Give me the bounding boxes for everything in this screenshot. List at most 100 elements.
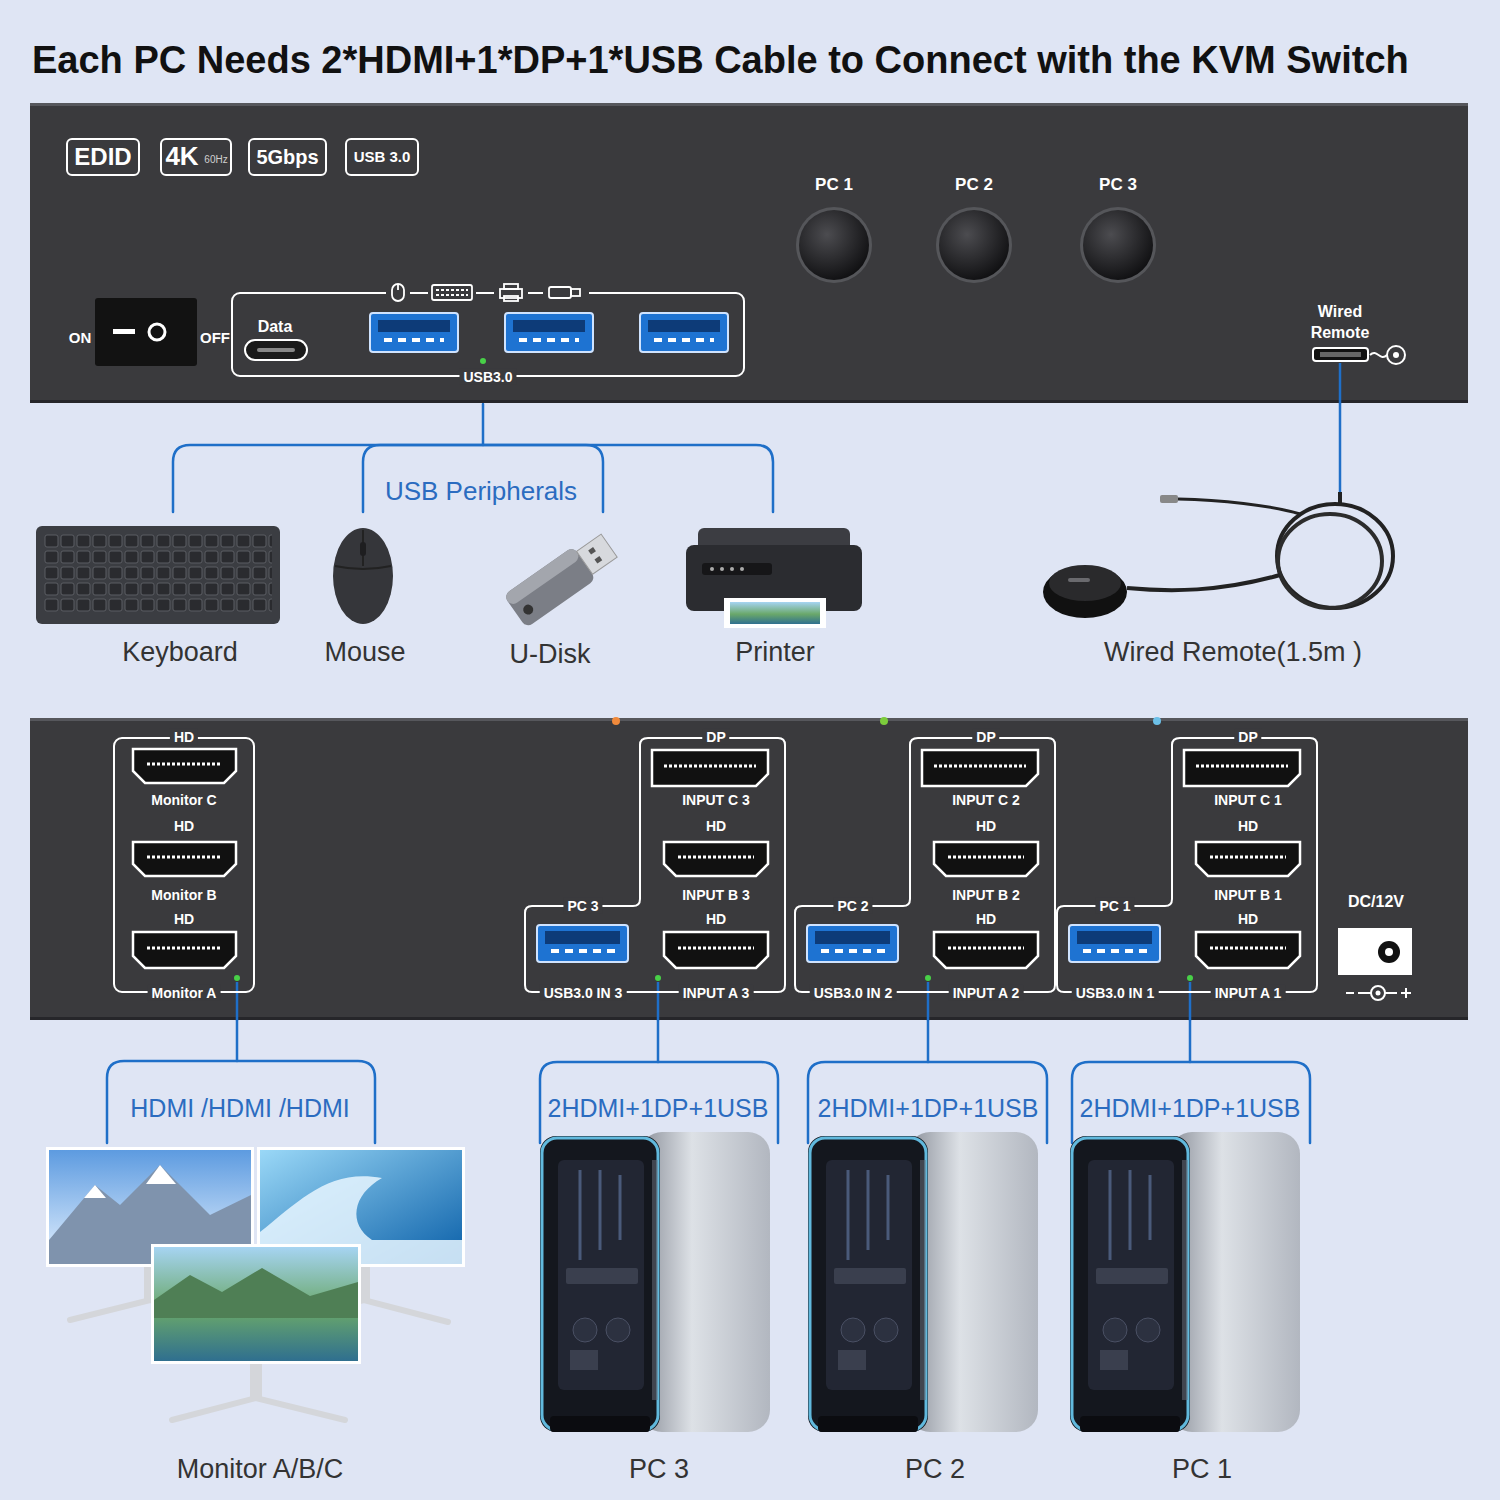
wired-remote-illustration (1178, 499, 1300, 514)
group-outline (525, 738, 785, 992)
caption: Mouse (324, 637, 405, 668)
mouse-illustration (333, 528, 393, 624)
u-disk-illustration (577, 534, 618, 574)
port-label: DC/12V (1348, 893, 1404, 911)
port-label: EDID (74, 143, 131, 171)
front-panel-drawing (30, 103, 1468, 403)
wired-remote-illustration (1160, 495, 1178, 503)
cable-label: 2HDMI+1DP+1USB (1080, 1094, 1301, 1123)
port-label: PC 3 (563, 898, 602, 914)
port-label: PC 1 (1095, 898, 1134, 914)
wired-remote-illustration (1049, 565, 1121, 601)
usb-a-port (654, 338, 714, 342)
usb-group-icons (231, 292, 745, 377)
wired-remote-illustration (1127, 575, 1280, 590)
port-label: PC 1 (815, 175, 853, 195)
pc-input-group: DPINPUT C 1HDINPUT B 1HDINPUT A 1PC 1USB… (1056, 737, 1318, 993)
port-label: INPUT B 2 (952, 887, 1020, 903)
pc-input-group: DPINPUT C 3HDINPUT B 3HDINPUT A 3PC 3USB… (524, 737, 786, 993)
usb-group-icons (392, 284, 404, 301)
usb-group-icons (549, 287, 571, 298)
pc-illustration (808, 1132, 1038, 1432)
port-label: OFF (200, 329, 230, 346)
port-label: INPUT A 3 (679, 985, 754, 1001)
caption: PC 2 (905, 1454, 965, 1485)
monitor-illustration (146, 1165, 176, 1184)
usb-group-icons (504, 296, 518, 301)
usb-a-port (384, 338, 444, 342)
usb-group-icons (386, 282, 589, 302)
port-label: USB 3.0 (354, 148, 411, 165)
usb-group-icons (543, 282, 589, 302)
front-panel-drawing (1313, 348, 1368, 361)
back-panel-drawing (612, 717, 620, 725)
leader-lines (657, 1021, 660, 1062)
leader-lines (363, 445, 603, 512)
pc-input-group: DPINPUT C 2HDINPUT B 2HDINPUT A 2PC 2USB… (794, 737, 1056, 993)
port-label: DP (972, 729, 999, 745)
hdmi-port (133, 932, 236, 968)
port-label: USB3.0 IN 1 (1072, 985, 1159, 1001)
pc-illustration (540, 1132, 770, 1432)
usb-group-icons (386, 282, 410, 302)
monitor-illustration (250, 1363, 262, 1401)
kvm-back-panel: DC/12VHDMonitor CHDMonitor BHDMonitor AD… (30, 718, 1468, 1020)
pc-ports (1069, 750, 1300, 1021)
monitor-output-group: HDMonitor CHDMonitor BHDMonitor A (113, 737, 255, 993)
monitor-illustration (154, 1247, 358, 1361)
port-label: HD (174, 818, 194, 834)
port-label: Monitor A (148, 985, 221, 1001)
mouse-illustration (360, 542, 366, 556)
leader-lines (927, 1021, 930, 1062)
caption: PC 1 (1172, 1454, 1232, 1485)
feature-badge: USB 3.0 (345, 138, 419, 176)
back-panel-drawing (1153, 717, 1161, 725)
back-panel-drawing (236, 982, 239, 1021)
caption: U-Disk (510, 639, 591, 670)
port-label: PC 3 (1099, 175, 1137, 195)
leader-lines (236, 1021, 239, 1061)
cable-label: 2HDMI+1DP+1USB (548, 1094, 769, 1123)
usb-a-port (519, 338, 579, 342)
u-disk-illustration (503, 529, 620, 628)
port-label: INPUT B 1 (1214, 887, 1282, 903)
printer-illustration (740, 567, 744, 571)
pc-ports (537, 750, 768, 1021)
front-panel-drawing (113, 329, 135, 334)
port-label: DP (702, 729, 729, 745)
port-label: 5Gbps (256, 146, 318, 169)
port-label: INPUT C 2 (952, 792, 1020, 808)
group-outline (794, 737, 1056, 993)
u-disk-illustration (594, 556, 602, 564)
group-outline (1056, 737, 1318, 993)
feature-badge: EDID (66, 138, 140, 176)
printer-illustration (730, 602, 820, 624)
usb-a-port (513, 320, 585, 332)
caption: PC 3 (629, 1454, 689, 1485)
polarity-symbol (1346, 988, 1411, 998)
port-label: INPUT A 2 (949, 985, 1024, 1001)
port-label: HD (174, 911, 194, 927)
group-outline (1057, 738, 1317, 992)
caption: Wired Remote(1.5m ) (1104, 637, 1362, 668)
usb-a-port (370, 313, 728, 352)
port-label: DP (1234, 729, 1261, 745)
back-panel-drawing (1378, 941, 1400, 963)
kvm-front-panel: ONOFFPC 1PC 2PC 3Wired RemoteEDID4K60Hz5… (30, 103, 1468, 403)
monitor-illustration (151, 1244, 361, 1364)
switch-button (939, 210, 1009, 280)
group-outline (795, 738, 1055, 992)
monitor-illustration (154, 1268, 358, 1318)
printer-illustration (720, 567, 724, 571)
port-label: Monitor B (151, 887, 216, 903)
wired-remote-illustration (1043, 492, 1393, 618)
u-disk-illustration (588, 547, 596, 555)
wired-remote-illustration (1277, 504, 1393, 608)
front-panel-drawing (245, 340, 307, 360)
port-label: HD (170, 729, 198, 745)
usb-group-icons (428, 282, 476, 302)
hdmi-port (147, 856, 222, 859)
usb-group-icons (397, 284, 399, 290)
back-panel-drawing (133, 717, 1412, 1021)
caption: Keyboard (122, 637, 238, 668)
